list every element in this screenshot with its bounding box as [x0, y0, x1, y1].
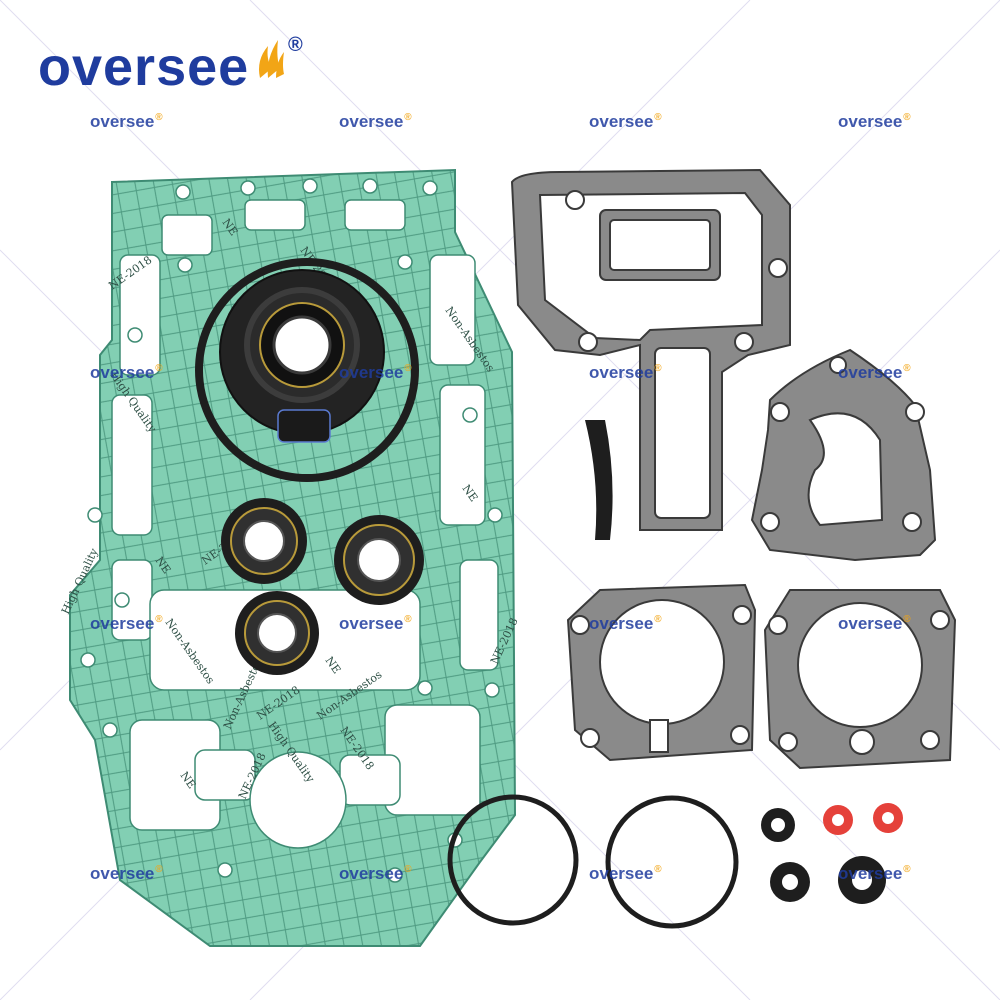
gray-round-gasket-2	[763, 589, 957, 770]
watermark: oversee®	[838, 864, 911, 883]
watermark: oversee®	[339, 614, 412, 633]
watermark-text: oversee	[838, 864, 903, 883]
gray-frame-gasket	[510, 168, 791, 531]
red-washer-2	[873, 803, 903, 833]
watermark: oversee®	[589, 614, 662, 633]
watermark-mark: ®	[404, 614, 412, 625]
rubber-curved-strip	[585, 420, 613, 540]
housing-seal-assembly	[219, 269, 385, 443]
watermark: oversee®	[339, 864, 412, 883]
watermark-text: oversee	[339, 614, 404, 633]
large-o-ring	[195, 258, 419, 482]
watermark-text: oversee	[339, 112, 404, 131]
watermark-text: oversee	[90, 363, 155, 382]
oil-seal-1	[221, 498, 307, 584]
watermark-mark: ®	[155, 864, 163, 875]
watermark: oversee®	[90, 112, 163, 131]
brand-logo: oversee	[38, 40, 249, 94]
watermark-text: oversee	[838, 363, 903, 382]
gray-round-gasket-1	[566, 583, 757, 762]
watermark-mark: ®	[155, 363, 163, 374]
watermark-mark: ®	[654, 614, 662, 625]
watermark-mark: ®	[404, 864, 412, 875]
o-ring-bottom-left	[447, 794, 579, 926]
watermark-mark: ®	[404, 112, 412, 123]
watermark: oversee®	[339, 112, 412, 131]
flame-logo-icon	[259, 40, 284, 78]
watermark-mark: ®	[903, 112, 911, 123]
oil-seal-3	[235, 591, 319, 675]
watermark-text: oversee	[339, 864, 404, 883]
watermark: oversee®	[589, 112, 662, 131]
small-seal-2	[770, 862, 810, 902]
watermark-mark: ®	[903, 864, 911, 875]
registered-mark: ®	[288, 34, 303, 56]
watermark-mark: ®	[155, 614, 163, 625]
watermark-text: oversee	[589, 112, 654, 131]
watermark: oversee®	[589, 363, 662, 382]
watermark-text: oversee	[589, 614, 654, 633]
watermark: oversee®	[90, 363, 163, 382]
watermark: oversee®	[838, 363, 911, 382]
watermark-mark: ®	[404, 363, 412, 374]
watermark: oversee®	[90, 614, 163, 633]
watermark-text: oversee	[589, 363, 654, 382]
watermark-text: oversee	[90, 112, 155, 131]
watermark: oversee®	[339, 363, 412, 382]
o-ring-bottom-middle	[605, 795, 739, 929]
red-washer-1	[823, 805, 853, 835]
watermark: oversee®	[90, 864, 163, 883]
small-seal-3	[838, 856, 886, 904]
watermark-text: oversee	[838, 112, 903, 131]
water-pump-gasket	[750, 348, 937, 562]
watermark: oversee®	[838, 614, 911, 633]
oil-seal-2	[334, 515, 424, 605]
watermark: oversee®	[589, 864, 662, 883]
small-seal-1	[761, 808, 795, 842]
watermark-mark: ®	[903, 363, 911, 374]
watermark-text: oversee	[838, 614, 903, 633]
brand-name: oversee	[38, 37, 250, 97]
watermark-text: oversee	[90, 614, 155, 633]
watermark-mark: ®	[654, 363, 662, 374]
watermark-text: oversee	[339, 363, 404, 382]
watermark-mark: ®	[155, 112, 163, 123]
watermark-text: oversee	[589, 864, 654, 883]
watermark-mark: ®	[654, 112, 662, 123]
watermark-text: oversee	[90, 864, 155, 883]
watermark-mark: ®	[654, 864, 662, 875]
watermark: oversee®	[838, 112, 911, 131]
watermark-mark: ®	[903, 614, 911, 625]
